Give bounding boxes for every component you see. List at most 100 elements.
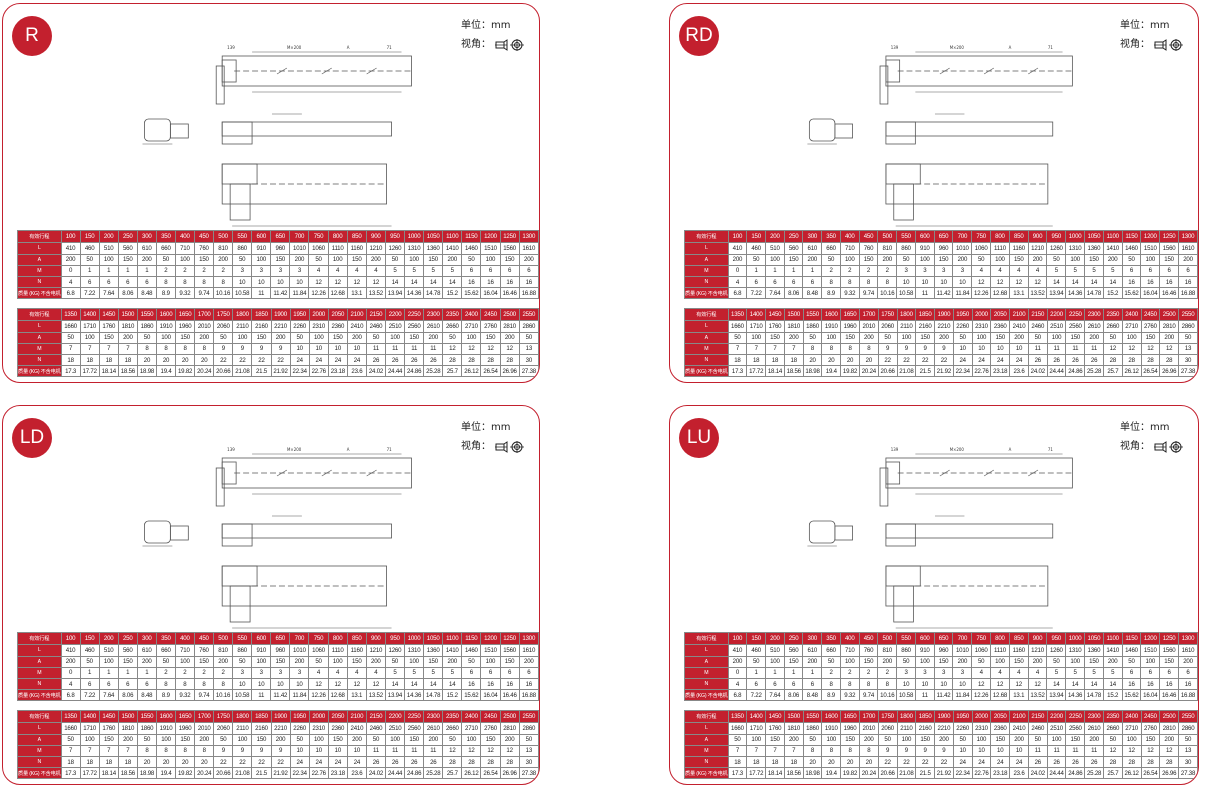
value-cell: 200 [212,253,234,266]
value-cell: 6 [783,677,804,691]
value-cell: 19.82 [175,767,196,780]
value-cell: 100 [1046,331,1067,344]
value-cell: 10 [952,342,973,355]
value-cell: 14 [1102,677,1123,691]
value-cell: 1510 [480,242,501,255]
value-cell: 2110 [232,722,253,735]
value-cell: 28 [1103,755,1123,769]
value-cell: 22 [896,755,917,769]
value-cell: 50 [727,733,748,746]
value-cell: 22 [213,353,234,367]
value-cell: 17.72 [79,365,100,378]
value-cell: 1 [746,264,766,277]
stroke-cell: 2300 [423,709,444,724]
stroke-cell: 2550 [1178,709,1198,724]
value-cell: 560 [117,242,138,255]
value-cell: 6 [1177,666,1198,679]
row-label: L [17,644,62,657]
stroke-cell: 700 [289,631,310,646]
value-cell: 5 [442,264,463,277]
stroke-cell: 2250 [1065,307,1086,322]
value-cell: 1860 [802,722,823,735]
value-cell: 6 [79,275,100,289]
value-cell: 8 [839,275,860,289]
value-cell: 150 [858,655,879,668]
row-label: A [17,733,62,746]
value-cell: 5 [384,666,405,679]
value-cell: 200 [289,655,310,668]
value-cell: 24 [1009,353,1029,367]
stroke-cell: 2300 [423,307,444,322]
stroke-cell: 1250 [1159,229,1179,244]
value-cell: 18 [60,353,81,367]
value-cell: 10.58 [232,287,253,300]
value-cell: 18.98 [136,767,158,780]
value-cell: 200 [136,253,157,266]
value-cell: 17.3 [727,365,748,378]
value-cell: 1910 [155,320,177,333]
value-cell: 21.92 [934,767,954,780]
value-cell: 16 [461,677,482,691]
stroke-cell: 550 [896,229,916,244]
value-cell: 14 [403,275,425,289]
stroke-cell: 1350 [727,709,748,724]
value-cell: 12 [1103,342,1123,355]
value-cell: 8 [194,744,215,757]
value-cell: 17.3 [60,365,81,378]
value-cell: 7.22 [746,689,766,702]
row-label: L [684,320,729,333]
value-cell: 2810 [499,320,520,333]
value-cell: 200 [346,331,367,344]
stroke-cell: 2000 [971,709,992,724]
value-cell: 24 [289,755,310,769]
value-cell: 200 [499,331,520,344]
stroke-cell: 100 [60,631,81,646]
stroke-cell: 2400 [1121,709,1142,724]
stroke-cell: 1700 [194,307,215,322]
value-cell: 100 [232,733,253,746]
value-cell: 1910 [821,722,842,735]
value-cell: 22 [232,353,253,367]
stroke-cell: 2100 [1009,709,1029,724]
value-cell: 1110 [327,242,348,255]
value-cell: 14 [1046,677,1067,691]
stroke-cell: 300 [802,229,823,244]
value-cell: 1910 [821,320,842,333]
value-cell: 14 [384,677,405,691]
value-cell: 200 [442,253,463,266]
value-cell: 2510 [385,320,406,333]
value-cell: 2760 [480,722,501,735]
value-cell: 1960 [175,320,196,333]
value-cell: 510 [765,644,785,657]
value-cell: 26 [365,353,387,367]
value-cell: 18 [79,353,100,367]
value-cell: 150 [117,253,138,266]
value-cell: 9.32 [839,287,860,300]
value-cell: 2210 [270,320,291,333]
value-cell: 19.82 [175,365,196,378]
value-cell: 9.32 [174,287,195,300]
value-cell: 50 [155,655,176,668]
value-cell: 24.86 [404,767,425,780]
value-cell: 20 [840,755,860,769]
value-cell: 28 [1103,353,1123,367]
value-cell: 17.3 [727,767,748,780]
value-cell: 26.54 [480,365,501,378]
value-cell: 10 [289,744,310,757]
value-cell: 1460 [1121,644,1142,657]
stroke-cell: 2350 [1103,307,1123,322]
value-cell: 1160 [1008,242,1029,255]
value-cell: 2010 [858,320,879,333]
value-cell: 2060 [877,722,898,735]
value-cell: 26 [385,353,406,367]
value-cell: 1410 [442,242,463,255]
value-cell: 2510 [385,722,406,735]
value-cell: 7 [79,342,100,355]
value-cell: 21.5 [915,365,936,378]
value-cell: 12.68 [327,689,348,702]
value-cell: 27.38 [1178,767,1198,780]
value-cell: 2 [174,666,195,679]
value-cell: 2310 [971,320,992,333]
